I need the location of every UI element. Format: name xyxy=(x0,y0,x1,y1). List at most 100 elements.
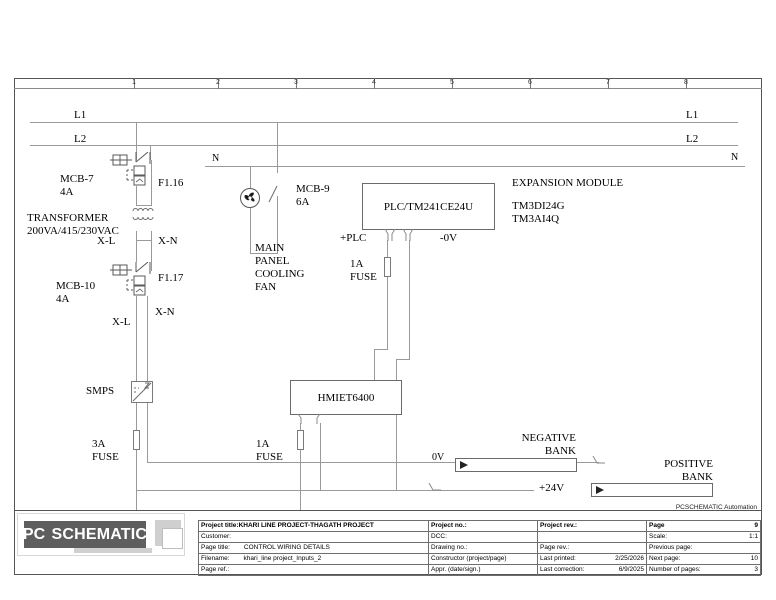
wire-xfmr-sec-left xyxy=(136,231,137,262)
label-l2-left: L2 xyxy=(74,133,87,145)
label-xl-bot: X-L xyxy=(112,316,131,328)
ruler-number: 2 xyxy=(216,79,220,86)
label-expansion-modules: TM3DI24G TM3AI4Q xyxy=(512,200,565,225)
logo-text-pc: PC xyxy=(22,525,46,543)
wire-plc-0v-jog xyxy=(396,359,410,360)
node-0v xyxy=(428,483,441,491)
cell-page-ref: Page ref.: xyxy=(198,564,429,576)
wire-24v-bus xyxy=(147,462,599,463)
cell-filename: Filename:khari_line project_Inputs_2 xyxy=(198,553,429,565)
label-xn-top: X-N xyxy=(158,235,178,247)
fuse-1a-hmi-symbol xyxy=(297,430,304,450)
label-l2-right: L2 xyxy=(686,133,699,145)
rail-l1 xyxy=(30,122,738,123)
wire-0v-bus xyxy=(136,490,534,491)
ruler-number: 1 xyxy=(132,79,136,86)
column-ruler: 1 2 3 4 5 6 7 8 xyxy=(14,78,762,89)
wire-fan-bottom xyxy=(250,253,278,254)
label-n-mid: N xyxy=(212,153,220,164)
label-l1-left: L1 xyxy=(74,109,87,121)
transformer-symbol xyxy=(132,208,156,220)
wire-xfmr-sec-right xyxy=(151,231,152,271)
hmi-label: HMIET6400 xyxy=(317,391,375,404)
hmi-box[interactable]: HMIET6400 xyxy=(290,380,402,415)
title-block-row: Filename:khari_line project_Inputs_2 Con… xyxy=(198,553,761,565)
cell-number-of-pages: Number of pages:3 xyxy=(646,564,761,576)
cell-project-no: Project no.: xyxy=(428,520,538,532)
cell-previous-page: Previous page: xyxy=(646,542,761,554)
logo-shadow xyxy=(74,548,152,553)
corporate-label: PCSCHEMATIC Automation xyxy=(675,504,757,511)
plc-terminals xyxy=(384,229,414,241)
fuse-3a-symbol xyxy=(133,430,140,450)
label-positive-bank: POSITIVE BANK xyxy=(664,458,713,483)
node-24v xyxy=(592,456,605,464)
label-negative-bank: NEGATIVE BANK xyxy=(521,432,576,457)
cell-customer: Customer: xyxy=(198,531,429,543)
cell-dcc: DCC: xyxy=(428,531,538,543)
wire-ac-l xyxy=(136,296,137,382)
label-fuse-1a-plc: 1A FUSE xyxy=(350,258,377,283)
mcb7-symbol xyxy=(110,152,151,186)
cell-drawing-no: Drawing no.: xyxy=(428,542,538,554)
wire-mcb9-drop xyxy=(277,122,278,173)
logo-container: PC SCHEMATIC xyxy=(17,513,185,556)
wire-hmi-plus xyxy=(300,423,301,513)
label-f117: F1.17 xyxy=(158,272,184,284)
title-block: PC SCHEMATIC PCSCHEMATIC Automation Proj… xyxy=(14,504,762,576)
wire-plc-0v-jog-v xyxy=(396,359,397,490)
fuse-1a-plc-symbol xyxy=(384,257,391,277)
mcb9-symbol xyxy=(268,186,278,203)
hmi-terminals xyxy=(297,414,321,424)
wire-smps-out-neg xyxy=(136,403,137,513)
label-cooling-fan: MAIN PANEL COOLING FAN xyxy=(255,242,305,293)
label-expansion-title: EXPANSION MODULE xyxy=(512,177,624,189)
wire-xfmr-sec-jog xyxy=(136,240,152,241)
wire-ac-n xyxy=(147,296,148,382)
rail-l2 xyxy=(30,145,738,146)
label-mcb7: MCB-7 4A xyxy=(60,173,94,198)
plc-box[interactable]: PLC/TM241CE24U xyxy=(362,183,495,230)
smps-symbol xyxy=(131,381,153,403)
wire-fan-right xyxy=(277,196,278,254)
wire-plc-plus-jog-v xyxy=(374,349,375,383)
positive-bank-bar[interactable] xyxy=(591,483,713,497)
wire-plc-plus-jog xyxy=(374,349,388,350)
cell-appr: Appr. (date/sign.) xyxy=(428,564,538,576)
title-block-row: Customer: DCC: Scale:1:1 xyxy=(198,531,761,543)
wire-l1-drop xyxy=(136,122,137,160)
negative-bank-bar[interactable] xyxy=(455,458,577,472)
label-plc-minus: -0V xyxy=(440,232,458,244)
logo-square-inner xyxy=(162,528,183,549)
rail-n xyxy=(205,166,745,167)
ruler-number: 8 xyxy=(684,79,688,86)
wire-plc-plus xyxy=(387,240,388,350)
label-xl-top: X-L xyxy=(97,235,116,247)
ruler-number: 4 xyxy=(372,79,376,86)
label-smps: SMPS xyxy=(86,385,115,397)
cell-project-title: Project title:KHARI LINE PROJECT-THAGATH… xyxy=(198,520,429,532)
cell-blank xyxy=(537,531,647,543)
label-fuse-1a-hmi: 1A FUSE xyxy=(256,438,283,463)
wire-smps-out-pos xyxy=(147,403,148,463)
ruler-number: 7 xyxy=(606,79,610,86)
mcb10-symbol xyxy=(110,262,151,296)
wire-xfmr-top-jog xyxy=(136,205,152,206)
wire-xfmr-right-drop xyxy=(151,160,152,206)
wire-n-to-fan xyxy=(250,166,251,193)
ruler-number: 6 xyxy=(528,79,532,86)
cell-page-rev: Page rev.: xyxy=(537,542,647,554)
label-fuse-3a: 3A FUSE xyxy=(92,438,119,463)
pcschematic-logo: PC SCHEMATIC xyxy=(22,521,148,548)
ruler-number: 5 xyxy=(450,79,454,86)
label-n-right: N xyxy=(731,152,739,163)
ruler-number: 3 xyxy=(294,79,298,86)
logo-text-schematic: SCHEMATIC xyxy=(51,525,148,543)
label-f116: F1.16 xyxy=(158,177,184,189)
wire-hmi-0v xyxy=(320,423,321,490)
wire-plc-0v xyxy=(409,240,410,360)
label-plc-plus: +PLC xyxy=(340,232,367,244)
cell-project-rev: Project rev.: xyxy=(537,520,647,532)
